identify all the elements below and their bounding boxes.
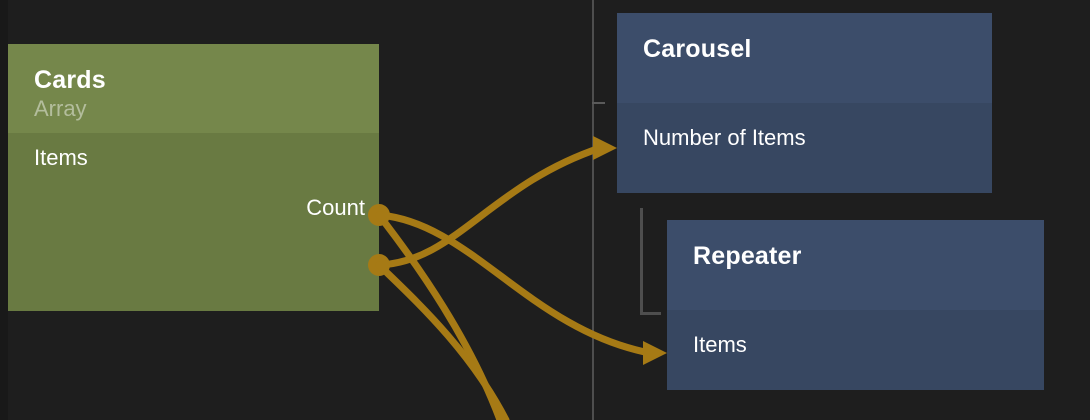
node-carousel-title: Carousel xyxy=(643,35,752,63)
node-repeater[interactable]: Repeater Items xyxy=(667,220,1044,390)
port-label-count: Count xyxy=(306,195,365,220)
port-label-items: Items xyxy=(34,145,88,170)
wire-items-to-offscreen xyxy=(375,211,504,420)
output-port-count[interactable] xyxy=(368,254,390,276)
wire-count-to-offscreen xyxy=(375,261,510,420)
node-cards[interactable]: Cards Array Items Count xyxy=(8,44,379,311)
guide-tick-mark xyxy=(592,102,605,104)
wire-items-to-repeater xyxy=(375,211,654,357)
node-cards-header[interactable]: Cards Array xyxy=(8,44,379,133)
input-row-number-of-items[interactable]: Number of Items xyxy=(617,103,806,173)
vertical-guide-line xyxy=(592,0,594,420)
node-repeater-body: Items xyxy=(667,310,1044,390)
wire-count-to-carousel xyxy=(375,144,604,269)
node-repeater-title: Repeater xyxy=(693,242,802,270)
node-repeater-header[interactable]: Repeater xyxy=(667,220,1044,310)
node-carousel[interactable]: Carousel Number of Items xyxy=(617,13,992,193)
port-label-number-of-items: Number of Items xyxy=(643,125,806,150)
node-cards-title: Cards xyxy=(34,66,106,94)
node-carousel-header[interactable]: Carousel xyxy=(617,13,992,103)
port-row-items[interactable]: Items xyxy=(8,133,379,183)
arrowhead-carousel xyxy=(593,136,617,160)
arrowhead-repeater xyxy=(643,341,667,365)
repeater-group-bracket xyxy=(640,208,661,315)
node-cards-subtitle: Array xyxy=(34,96,87,121)
input-row-repeater-items[interactable]: Items xyxy=(667,310,747,380)
node-carousel-body: Number of Items xyxy=(617,103,992,193)
node-cards-body: Items Count xyxy=(8,133,379,311)
canvas-left-gutter xyxy=(0,0,8,420)
port-row-count[interactable]: Count xyxy=(8,183,379,233)
output-port-items[interactable] xyxy=(368,204,390,226)
port-label-repeater-items: Items xyxy=(693,332,747,357)
